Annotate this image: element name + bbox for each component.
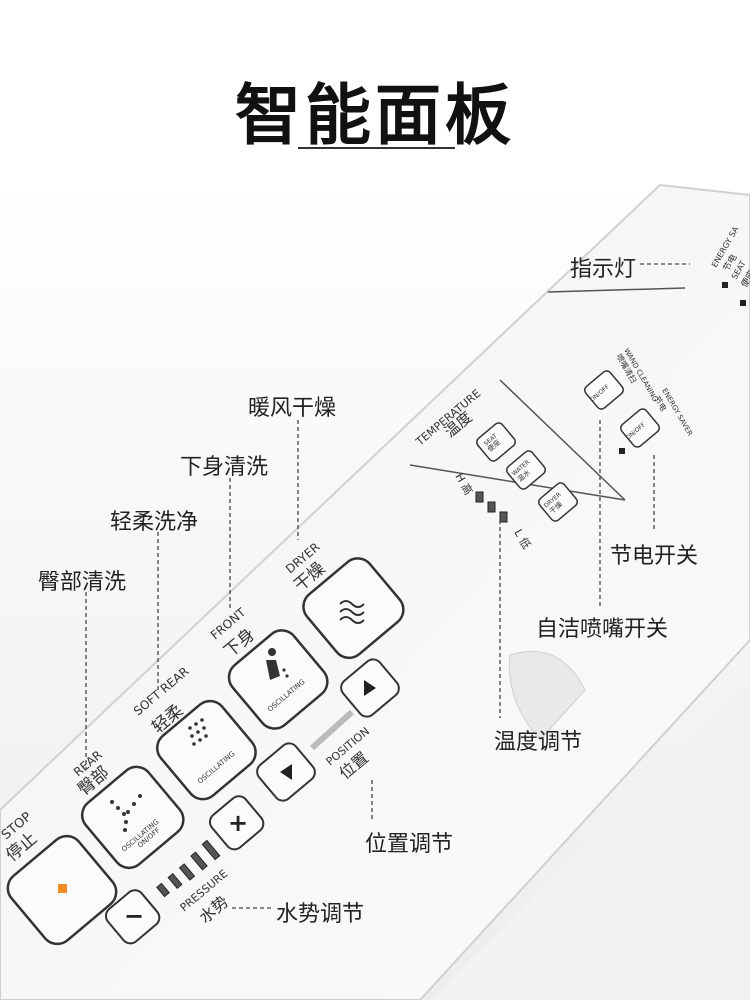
indicator-light-1 — [722, 282, 728, 288]
callout-temp-adjust: 温度调节 — [494, 730, 583, 755]
pressure-plus-button[interactable] — [206, 793, 267, 853]
position-slider-track — [309, 709, 355, 751]
stop-indicator-dot — [58, 884, 67, 893]
page-title: 智能面板 — [235, 77, 515, 154]
callout-position-adjust: 位置调节 — [365, 832, 454, 857]
indicator-light-2 — [740, 300, 746, 306]
energy-saver-button[interactable] — [619, 407, 662, 449]
pressure-level-bars — [156, 839, 221, 898]
temp-level-bars — [475, 491, 508, 523]
energy-indicator-light — [619, 448, 625, 454]
seat-indicator-label-cn: 便座 — [738, 268, 750, 290]
callout-nozzle-switch: 自洁喷嘴开关 — [536, 617, 669, 642]
pressure-minus-icon: − — [124, 902, 144, 930]
rear-spray-icon — [110, 794, 142, 832]
dryer-temp-button[interactable] — [537, 481, 580, 523]
pressure-minus-button[interactable] — [102, 887, 163, 947]
callout-energy-switch: 节电开关 — [610, 544, 699, 569]
callout-dryer: 暖风干燥 — [248, 396, 337, 421]
callout-rear: 臀部清洗 — [38, 570, 127, 595]
title-underline — [298, 147, 455, 149]
water-temp-button[interactable] — [505, 449, 548, 491]
dryer-button[interactable] — [297, 552, 410, 664]
front-wash-icon — [266, 648, 289, 680]
wand-cleaning-button[interactable] — [583, 369, 626, 411]
front-wash-button[interactable] — [222, 624, 333, 735]
soft-rear-button[interactable] — [151, 695, 262, 806]
callout-leaders — [85, 263, 690, 909]
position-back-arrow-icon — [280, 764, 292, 780]
dryer-wave-icon — [339, 600, 365, 624]
seat-temp-button[interactable] — [475, 421, 518, 463]
pressure-plus-icon: + — [228, 809, 248, 837]
soft-spray-icon — [188, 718, 208, 746]
callout-soft: 轻柔洗净 — [110, 510, 199, 535]
position-forward-arrow-icon — [364, 680, 376, 696]
callout-indicator: 指示灯 — [570, 257, 637, 282]
callout-front: 下身清洗 — [180, 455, 269, 480]
rear-wash-button[interactable] — [76, 760, 190, 874]
callout-pressure-adjust: 水势调节 — [276, 902, 365, 927]
